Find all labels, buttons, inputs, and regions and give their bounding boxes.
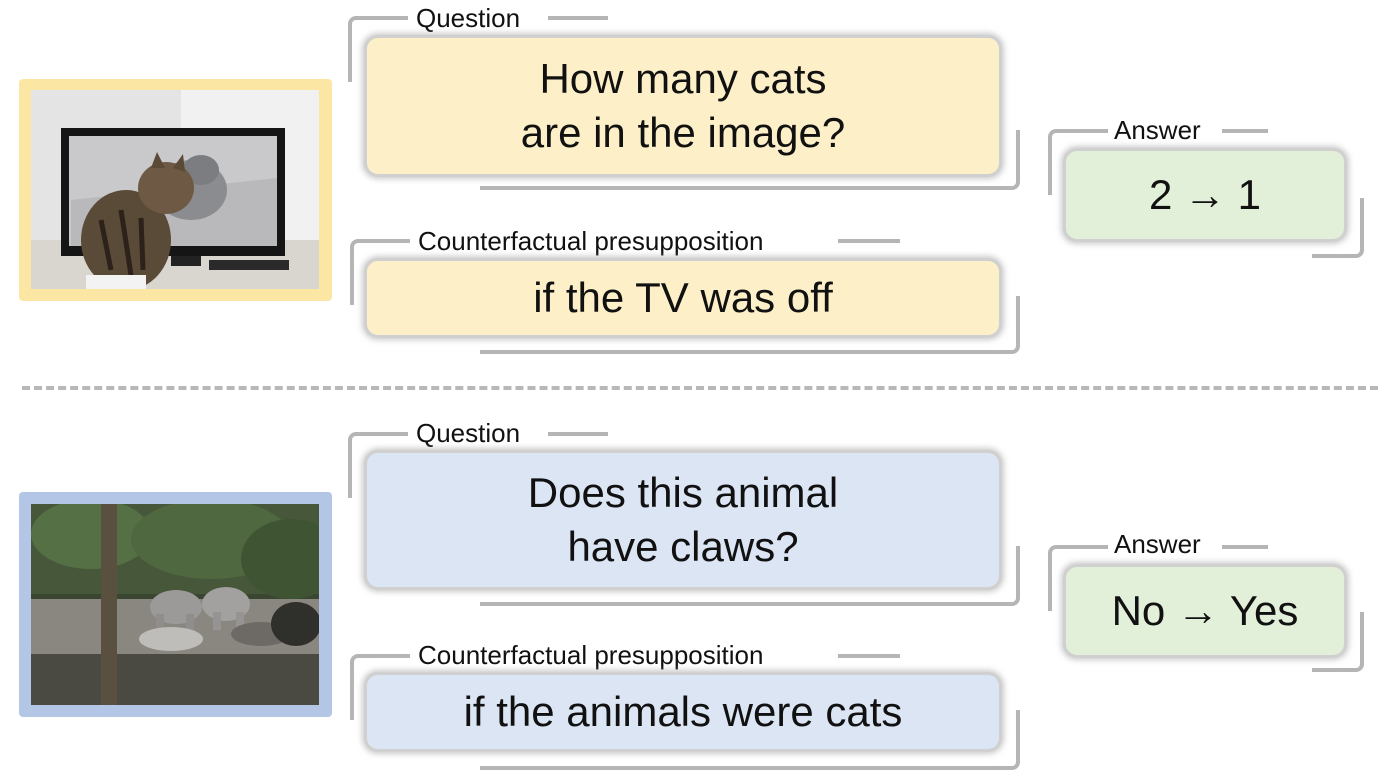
question-label-2: Question <box>410 418 527 448</box>
answer-label-2: Answer <box>1108 529 1207 559</box>
question-label-line-2 <box>548 432 608 436</box>
presupposition-text-1: if the TV was off <box>533 274 833 321</box>
question-box-bracket-2 <box>480 546 1020 606</box>
section-divider <box>22 386 1378 390</box>
answer-text-1: 2 → 1 <box>1148 171 1262 218</box>
presupposition-label-line-1 <box>838 239 900 243</box>
presupposition-box-1: if the TV was off <box>364 258 1002 338</box>
presupposition-box-bracket-1 <box>480 296 1020 354</box>
question-line2-1: are in the image? <box>520 109 846 156</box>
presupposition-bracket-2 <box>350 654 410 720</box>
question-label-line-1 <box>548 16 608 20</box>
answer-box-bracket-2 <box>1312 612 1364 672</box>
answer-label-line-2 <box>1222 545 1268 549</box>
question-box-1: How many cats are in the image? <box>364 35 1002 177</box>
presupposition-label-line-2 <box>838 654 900 658</box>
answer-bracket-1 <box>1048 129 1108 195</box>
answer-box-1: 2 → 1 <box>1063 148 1347 242</box>
presupposition-box-bracket-2 <box>480 710 1020 770</box>
answer-text-2: No → Yes <box>1111 587 1299 634</box>
presupposition-bracket-1 <box>350 239 410 305</box>
answer-box-2: No → Yes <box>1063 564 1347 658</box>
presupposition-box-2: if the animals were cats <box>364 672 1002 752</box>
question-line1-1: How many cats <box>539 55 827 102</box>
question-line2-2: have claws? <box>567 523 799 570</box>
question-box-2: Does this animal have claws? <box>364 450 1002 590</box>
question-label-1: Question <box>410 3 527 33</box>
answer-bracket-2 <box>1048 545 1108 611</box>
presupposition-label-1: Counterfactual presupposition <box>412 226 770 256</box>
answer-label-line-1 <box>1222 129 1268 133</box>
question-bracket-1 <box>348 16 408 82</box>
presupposition-label-2: Counterfactual presupposition <box>412 640 770 670</box>
answer-label-1: Answer <box>1108 115 1207 145</box>
presupposition-text-2: if the animals were cats <box>463 688 903 735</box>
answer-box-bracket-1 <box>1312 198 1364 258</box>
question-bracket-2 <box>348 432 408 498</box>
question-box-bracket-1 <box>480 130 1020 190</box>
cat-tv-image <box>31 90 319 289</box>
question-line1-2: Does this animal <box>527 469 839 516</box>
elephants-image <box>31 504 319 705</box>
